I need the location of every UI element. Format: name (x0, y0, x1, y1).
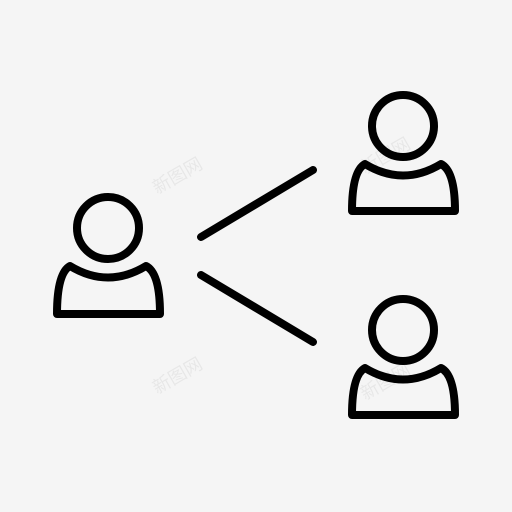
recipient-top-head (368, 91, 438, 161)
recipient-user-top-icon (348, 91, 459, 215)
recipient-bottom-head (368, 295, 438, 365)
source-user-body (53, 262, 164, 318)
source-user-icon (53, 193, 164, 318)
recipient-user-bottom-icon (348, 295, 459, 419)
recipient-top-body (348, 160, 459, 215)
recipient-bottom-body (348, 364, 459, 419)
connector-line-bottom (197, 271, 317, 346)
connector-line-top (197, 166, 317, 241)
source-user-head (73, 193, 143, 263)
